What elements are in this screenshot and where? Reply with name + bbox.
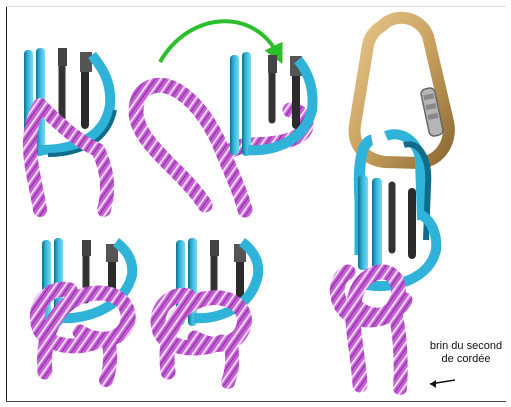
caption-line-1: brin du second [420, 340, 511, 353]
panel-step-5 [337, 18, 449, 388]
panel-step-4 [158, 238, 258, 382]
caption-line-2: de cordée [420, 353, 511, 366]
rope-hitch-4 [158, 295, 244, 382]
pointer-arrow-icon [430, 380, 455, 388]
caption-label: brin du second de cordée [420, 340, 511, 366]
curved-arrow-icon [160, 21, 278, 62]
panel-step-1 [24, 48, 115, 210]
panel-step-3 [37, 238, 132, 380]
panel-step-2 [136, 52, 313, 210]
